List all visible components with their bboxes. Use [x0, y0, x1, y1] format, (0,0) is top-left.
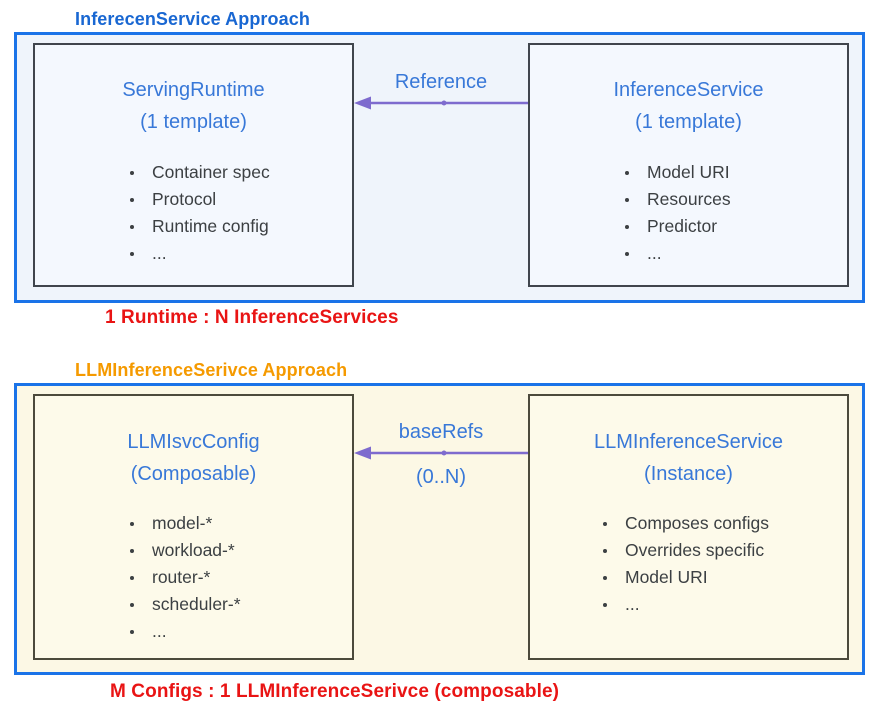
bullet-item: router-* — [130, 564, 352, 591]
inferenceservice-box: InferenceService (1 template) Model URI … — [528, 43, 849, 287]
bullet-item: Overrides specific — [603, 537, 847, 564]
section1-title: InferecenService Approach — [75, 9, 310, 29]
bullet-item: ... — [130, 618, 352, 645]
box-title: InferenceService — [613, 79, 764, 101]
llminferenceservice-box-heading: LLMInferenceService (Instance) — [530, 396, 847, 490]
baserefs-arrow — [354, 446, 528, 460]
bullet-item: workload-* — [130, 537, 352, 564]
bullet-item: Container spec — [130, 159, 352, 186]
bullet-item: scheduler-* — [130, 591, 352, 618]
section2-title: LLMInferenceSerivce Approach — [75, 360, 348, 380]
llminferenceservice-list: Composes configs Overrides specific Mode… — [603, 510, 847, 618]
section2-caption: M Configs : 1 LLMInferenceSerivce (compo… — [110, 681, 560, 702]
bullet-item: model-* — [130, 510, 352, 537]
arrow-midpoint-dot — [441, 450, 447, 456]
bullet-item: ... — [130, 240, 352, 267]
arrow-midpoint-dot — [441, 100, 447, 106]
llminferenceservice-box: LLMInferenceService (Instance) Composes … — [528, 394, 849, 660]
llmisvcconfig-list: model-* workload-* router-* scheduler-* … — [130, 510, 352, 645]
bullet-item: ... — [603, 591, 847, 618]
box-subtitle: (1 template) — [140, 111, 247, 133]
section1-caption: 1 Runtime : N InferenceServices — [105, 307, 399, 328]
box-title: LLMInferenceService — [594, 431, 783, 453]
servingruntime-box-heading: ServingRuntime (1 template) — [35, 45, 352, 138]
bullet-item: Model URI — [603, 564, 847, 591]
bullet-item: Predictor — [625, 213, 847, 240]
box-title: LLMIsvcConfig — [127, 431, 260, 453]
arrow-head-icon — [354, 96, 371, 110]
box-subtitle: (Instance) — [644, 463, 733, 485]
llmisvcconfig-box-heading: LLMIsvcConfig (Composable) — [35, 396, 352, 490]
servingruntime-box: ServingRuntime (1 template) Container sp… — [33, 43, 354, 287]
box-subtitle: (Composable) — [130, 463, 257, 485]
bullet-item: Composes configs — [603, 510, 847, 537]
bullet-item: Resources — [625, 186, 847, 213]
inferenceservice-list: Model URI Resources Predictor ... — [625, 159, 847, 267]
bullet-item: ... — [625, 240, 847, 267]
servingruntime-list: Container spec Protocol Runtime config .… — [130, 159, 352, 267]
baserefs-arrow-label: baseRefs — [398, 421, 484, 443]
bullet-item: Runtime config — [130, 213, 352, 240]
reference-arrow — [354, 96, 528, 110]
llmisvcconfig-box: LLMIsvcConfig (Composable) model-* workl… — [33, 394, 354, 660]
arrow-head-icon — [354, 446, 371, 460]
bullet-item: Model URI — [625, 159, 847, 186]
bullet-item: Protocol — [130, 186, 352, 213]
box-subtitle: (1 template) — [635, 111, 742, 133]
baserefs-cardinality-label: (0..N) — [416, 466, 466, 488]
reference-arrow-label: Reference — [394, 71, 488, 93]
inferenceservice-box-heading: InferenceService (1 template) — [530, 45, 847, 138]
box-title: ServingRuntime — [122, 79, 265, 101]
